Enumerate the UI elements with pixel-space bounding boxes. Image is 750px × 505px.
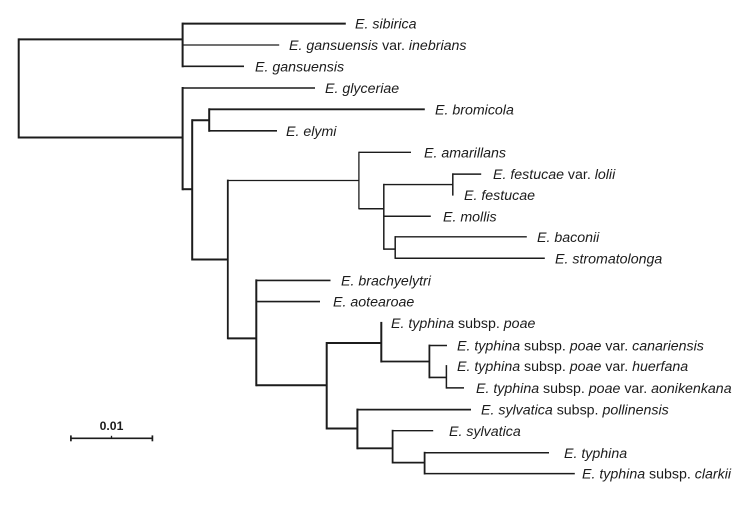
svg-text:E. typhina subsp. poae var. hu: E. typhina subsp. poae var. huerfana (457, 359, 688, 375)
svg-text:E. bromicola: E. bromicola (435, 102, 514, 118)
svg-text:E. brachyelytri: E. brachyelytri (341, 274, 432, 290)
svg-text:E. amarillans: E. amarillans (424, 145, 506, 161)
svg-text:E. baconii: E. baconii (537, 230, 600, 246)
svg-text:E. elymi: E. elymi (286, 124, 337, 140)
svg-text:E. typhina subsp. clarkii: E. typhina subsp. clarkii (582, 467, 732, 483)
svg-text:E. typhina subsp. poae var. ao: E. typhina subsp. poae var. aonikenkana (476, 381, 732, 397)
svg-text:E. sibirica: E. sibirica (355, 17, 417, 33)
svg-text:E. typhina subsp. poae var. ca: E. typhina subsp. poae var. canariensis (457, 339, 704, 355)
svg-text:0.01: 0.01 (100, 419, 124, 433)
svg-text:E. gansuensis var. inebrians: E. gansuensis var. inebrians (289, 38, 466, 54)
svg-text:E. typhina: E. typhina (564, 446, 627, 462)
svg-text:E. glyceriae: E. glyceriae (325, 81, 399, 97)
svg-text:E. sylvatica: E. sylvatica (449, 424, 521, 440)
svg-text:E. festucae: E. festucae (464, 188, 535, 204)
svg-text:E. sylvatica subsp. pollinensi: E. sylvatica subsp. pollinensis (481, 403, 669, 419)
svg-text:E. gansuensis: E. gansuensis (255, 59, 344, 75)
svg-text:E. aotearoae: E. aotearoae (333, 295, 414, 311)
svg-text:E. typhina subsp. poae: E. typhina subsp. poae (391, 316, 535, 332)
svg-text:E. stromatolonga: E. stromatolonga (555, 251, 662, 267)
svg-text:E. mollis: E. mollis (443, 209, 497, 225)
svg-text:E. festucae var. lolii: E. festucae var. lolii (493, 167, 616, 183)
